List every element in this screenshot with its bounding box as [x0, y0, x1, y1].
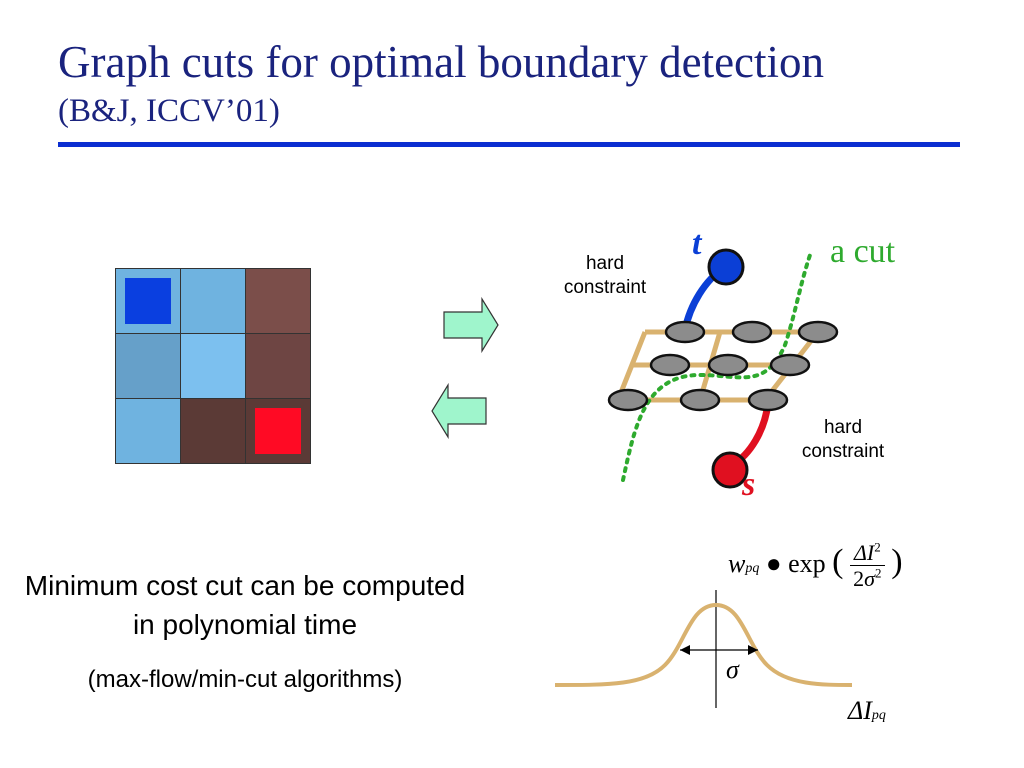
title-underline: [58, 142, 960, 147]
gaussian-curve: [554, 602, 853, 687]
formula-w: w: [728, 548, 746, 578]
pixel-grid: [115, 268, 311, 464]
hard-constraint-bottom-label: hard constraint: [801, 417, 885, 462]
graph-diagram: [607, 248, 839, 489]
sigma-width-arrow: [680, 645, 758, 655]
caption-main: Minimum cost cut can be computed in poly…: [24, 570, 466, 641]
conversion-arrows: [431, 296, 499, 440]
left-arrow-icon: [431, 382, 487, 440]
formula-sigma: σ: [864, 566, 875, 592]
sigma-label: σ: [726, 655, 740, 684]
pixel-cell: [116, 334, 181, 399]
pixel-cell: [181, 334, 246, 399]
intensity-axis-label: ΔIpq: [848, 696, 886, 725]
pixel-cell: [246, 399, 311, 464]
formula-exp: exp: [788, 548, 826, 578]
seed-square: [125, 278, 171, 324]
pixel-cell: [116, 269, 181, 334]
gaussian-plot: σ: [554, 590, 853, 708]
cut-label: a cut: [830, 233, 896, 270]
cut-curve: [621, 253, 812, 482]
caption-algorithms: (max-flow/min-cut algorithms): [87, 666, 403, 693]
pixel-cell: [116, 399, 181, 464]
hard-constraint-top-label: hard constraint: [563, 253, 647, 298]
pixel-cell: [181, 269, 246, 334]
pixel-cell: [246, 269, 311, 334]
pixel-cell: [246, 334, 311, 399]
seed-square: [255, 408, 301, 454]
formula-delta-i: ΔI: [853, 540, 875, 565]
t-terminal-node: [707, 248, 745, 286]
slide-title: Graph cuts for optimal boundary detectio…: [58, 37, 825, 87]
formula-op: ●: [765, 548, 782, 578]
s-terminal-node: [711, 451, 749, 489]
graph-nodes: [607, 320, 839, 412]
pixel-cell: [181, 399, 246, 464]
weight-formula: wpq ● exp ( ΔI2 2σ2 ): [728, 539, 903, 592]
slide-subtitle: (B&J, ICCV’01): [58, 93, 280, 129]
right-arrow-icon: [443, 296, 499, 354]
t-terminal-label: t: [692, 225, 702, 262]
s-terminal-label: s: [742, 466, 756, 503]
formula-w-sub: pq: [745, 560, 760, 576]
